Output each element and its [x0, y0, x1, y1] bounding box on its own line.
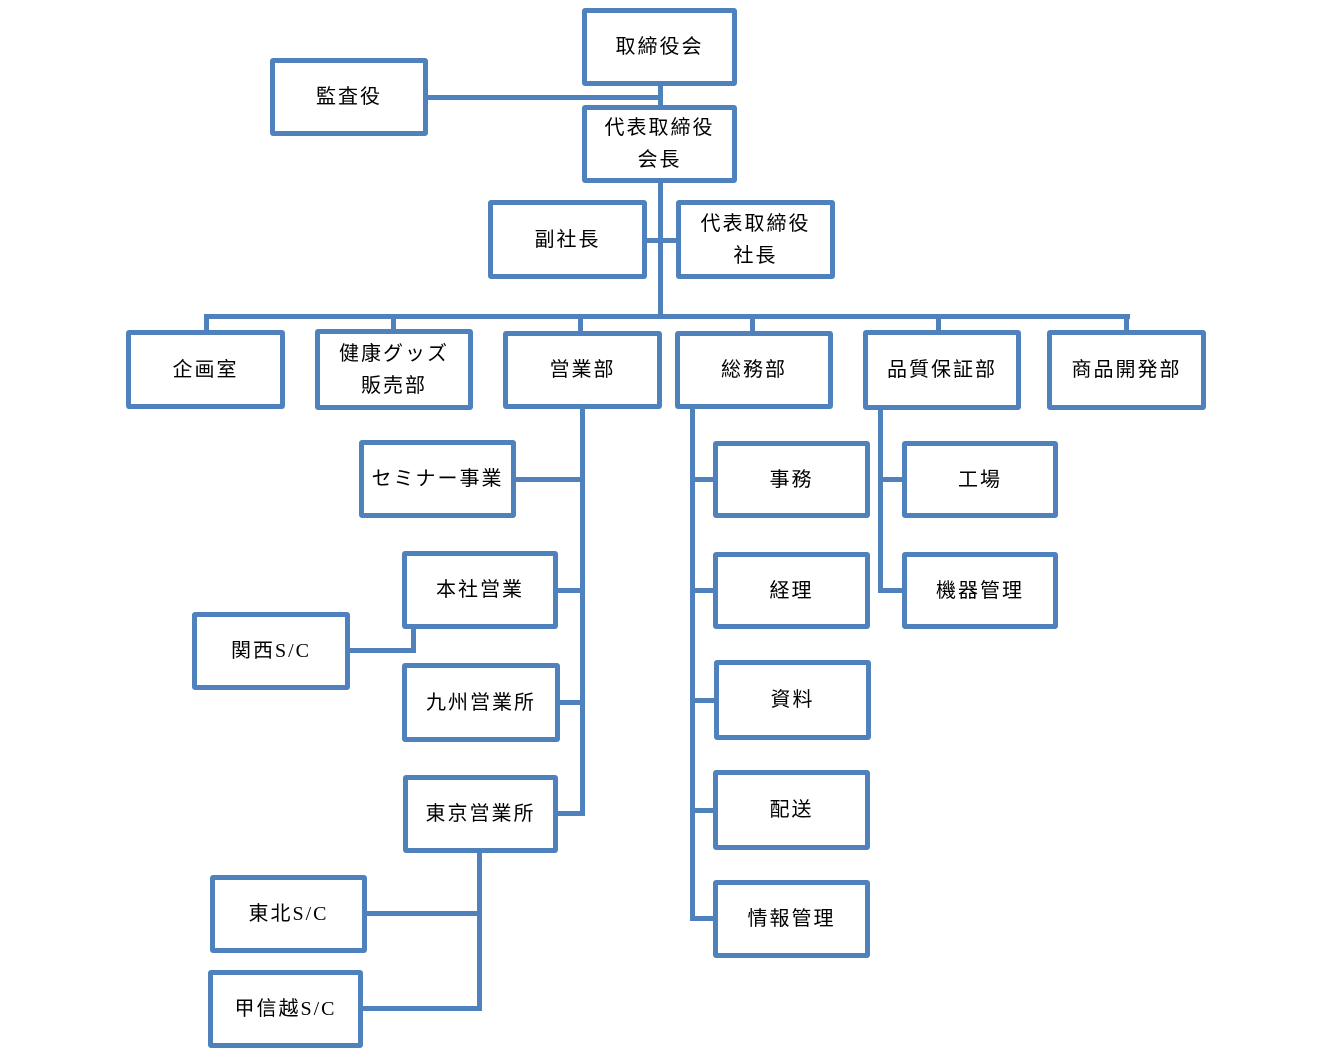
org-node-label: 甲信越S/C	[234, 998, 337, 1020]
org-node-chairman: 代表取締役 会長	[582, 105, 737, 183]
connector-line	[204, 314, 209, 334]
connector-line	[426, 95, 663, 100]
connector-line	[690, 588, 716, 593]
org-node-sales-dept: 営業部	[503, 331, 662, 409]
org-node-label: 東京営業所	[425, 803, 536, 825]
connector-line	[391, 314, 396, 334]
org-node-quality-assurance: 品質保証部	[863, 330, 1021, 410]
connector-line	[658, 180, 663, 319]
connector-line	[690, 916, 716, 921]
org-node-president: 代表取締役 社長	[676, 200, 835, 279]
connector-line	[555, 588, 583, 593]
org-node-kojo: 工場	[902, 441, 1058, 518]
org-node-general-affairs: 総務部	[675, 331, 833, 409]
org-node-label: 工場	[958, 468, 1002, 491]
org-node-label: 経理	[769, 579, 814, 602]
org-node-tohoku-sc: 東北S/C	[210, 875, 367, 953]
org-node-health-goods: 健康グッズ 販売部	[315, 329, 473, 410]
org-node-label: セミナー事業	[371, 468, 504, 490]
org-node-kiki-kanri: 機器管理	[902, 552, 1058, 629]
connector-line	[348, 648, 416, 653]
connector-line	[1124, 314, 1129, 334]
org-node-auditor: 監査役	[270, 58, 428, 136]
org-node-label: 情報管理	[747, 908, 836, 930]
org-node-board: 取締役会	[582, 8, 737, 86]
connector-line	[690, 698, 716, 703]
org-node-label: 副社長	[534, 228, 601, 251]
org-node-joho-kanri: 情報管理	[713, 880, 870, 958]
org-node-label: 代表取締役 社長	[700, 212, 811, 267]
connector-line	[555, 811, 583, 816]
connector-line	[640, 238, 680, 243]
connector-line	[878, 408, 883, 593]
connector-line	[580, 408, 585, 816]
connector-line	[936, 314, 941, 334]
org-node-kyushu-office: 九州営業所	[402, 663, 560, 742]
org-node-label: 監査役	[316, 86, 382, 108]
org-node-label: 九州営業所	[426, 691, 536, 714]
org-node-hq-sales: 本社営業	[402, 551, 558, 629]
org-node-jimu: 事務	[713, 441, 870, 518]
org-node-planning-office: 企画室	[126, 330, 285, 409]
org-node-label: 東北S/C	[248, 903, 329, 925]
org-node-koshinetsu-sc: 甲信越S/C	[208, 970, 363, 1048]
org-node-label: 本社営業	[436, 579, 524, 601]
org-node-label: 企画室	[172, 358, 239, 381]
org-node-vice-president: 副社長	[488, 200, 647, 279]
connector-line	[578, 314, 583, 334]
org-node-tokyo-office: 東京営業所	[403, 775, 558, 853]
connector-line	[878, 588, 905, 593]
connector-line	[690, 477, 716, 482]
connector-line	[361, 1006, 482, 1011]
org-node-label: 資料	[770, 689, 815, 711]
org-node-seminar: セミナー事業	[359, 440, 516, 518]
org-node-haiso: 配送	[713, 770, 870, 850]
connector-line	[690, 808, 716, 813]
connector-line	[477, 851, 482, 1011]
org-node-label: 代表取締役 会長	[604, 117, 715, 171]
org-node-label: 機器管理	[936, 579, 1024, 602]
org-node-label: 事務	[769, 468, 814, 491]
connector-line	[204, 314, 1130, 319]
connector-line	[557, 700, 583, 705]
org-node-label: 総務部	[721, 359, 787, 381]
org-node-label: 取締役会	[615, 36, 704, 58]
org-node-label: 営業部	[549, 359, 616, 381]
connector-line	[411, 627, 416, 653]
org-node-label: 関西S/C	[230, 640, 312, 662]
connector-line	[750, 314, 755, 334]
org-node-shiryo: 資料	[714, 660, 871, 740]
org-node-kansai-sc: 関西S/C	[192, 612, 350, 690]
org-node-product-dev: 商品開発部	[1047, 330, 1206, 410]
connector-line	[365, 911, 482, 916]
org-node-label: 品質保証部	[887, 359, 997, 381]
org-node-label: 配送	[769, 799, 814, 821]
connector-line	[513, 477, 583, 482]
org-node-label: 健康グッズ 販売部	[339, 342, 449, 397]
connector-line	[690, 407, 695, 921]
connector-line	[878, 477, 905, 482]
org-node-keiri: 経理	[713, 552, 870, 629]
org-node-label: 商品開発部	[1071, 359, 1182, 381]
